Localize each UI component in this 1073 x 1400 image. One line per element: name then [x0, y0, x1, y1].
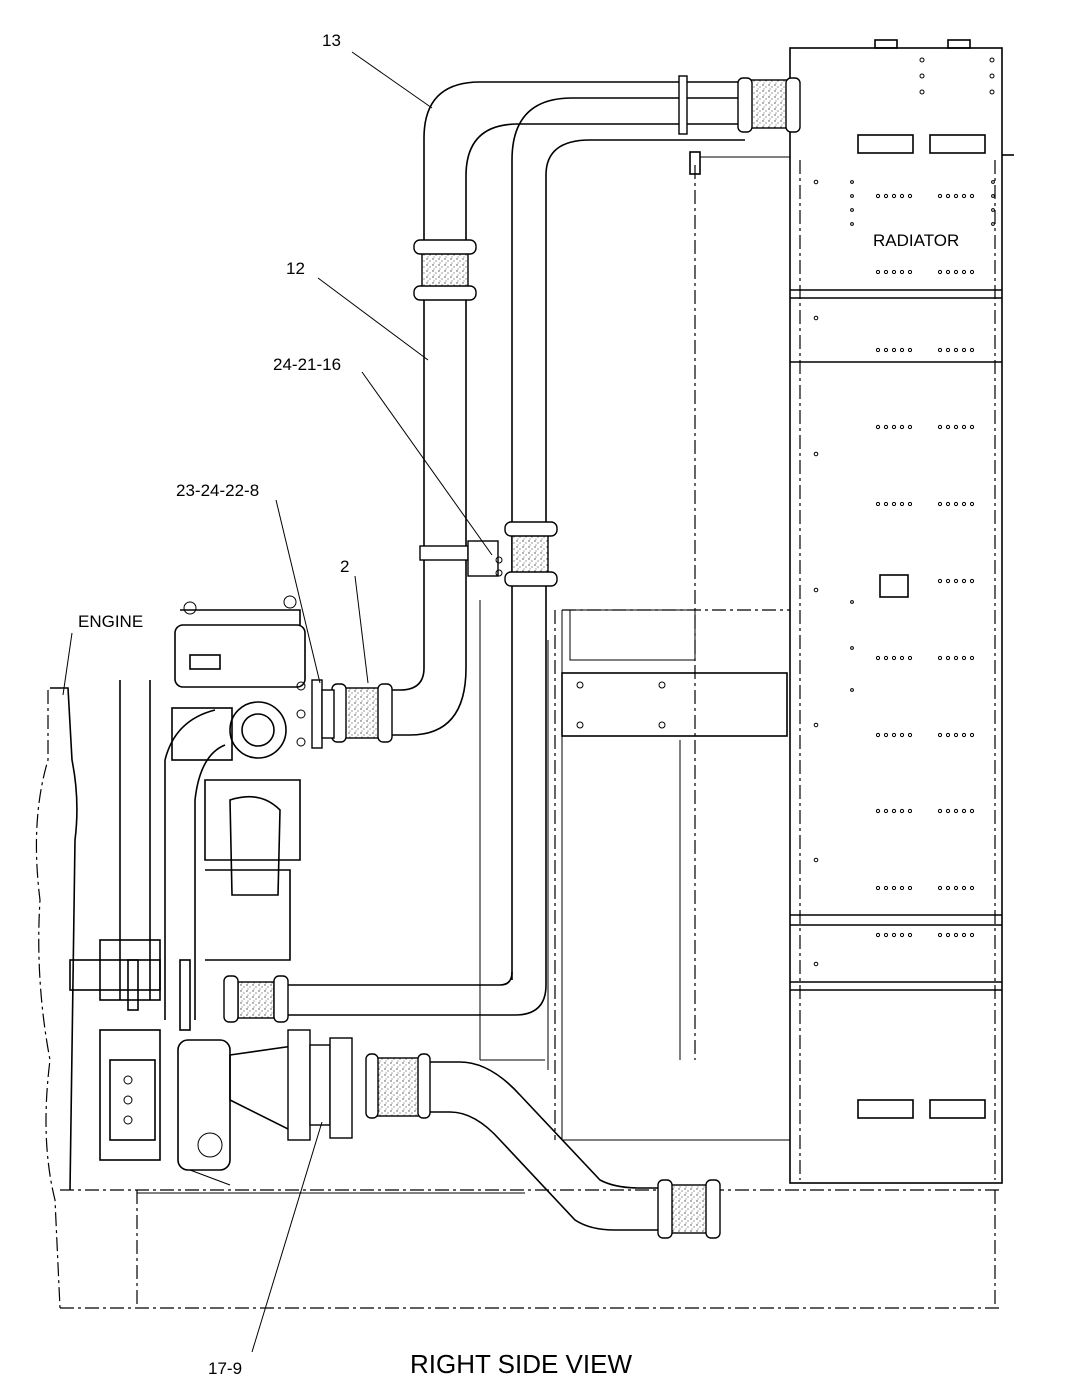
- callout-leaders: [62, 51, 493, 1353]
- radiator-assembly: RADIATOR: [789, 39, 1014, 1184]
- callout-17-9: 17-9: [208, 1359, 242, 1378]
- callout-13: 13: [322, 31, 341, 50]
- radiator-label: RADIATOR: [873, 231, 959, 250]
- hose-coupling-top: [737, 77, 801, 133]
- view-title: RIGHT SIDE VIEW: [410, 1349, 632, 1379]
- upper-return-pipe: [423, 75, 745, 985]
- base-frame: [60, 1189, 1002, 1309]
- engine-label: ENGINE: [78, 612, 143, 631]
- support-structure: [479, 151, 790, 1141]
- callout-12: 12: [286, 259, 305, 278]
- hose-coupling-middle: [419, 521, 558, 587]
- callout-23-24-22-8: 23-24-22-8: [176, 481, 259, 500]
- outlet-pipe: [365, 1053, 721, 1239]
- callout-24-21-16: 24-21-16: [273, 355, 341, 374]
- hose-coupling-upper: [413, 239, 477, 301]
- engine-block: [35, 595, 353, 1309]
- lower-pipe: [223, 971, 547, 1023]
- callout-2: 2: [340, 557, 349, 576]
- engine-outlet-coupling: [296, 667, 467, 749]
